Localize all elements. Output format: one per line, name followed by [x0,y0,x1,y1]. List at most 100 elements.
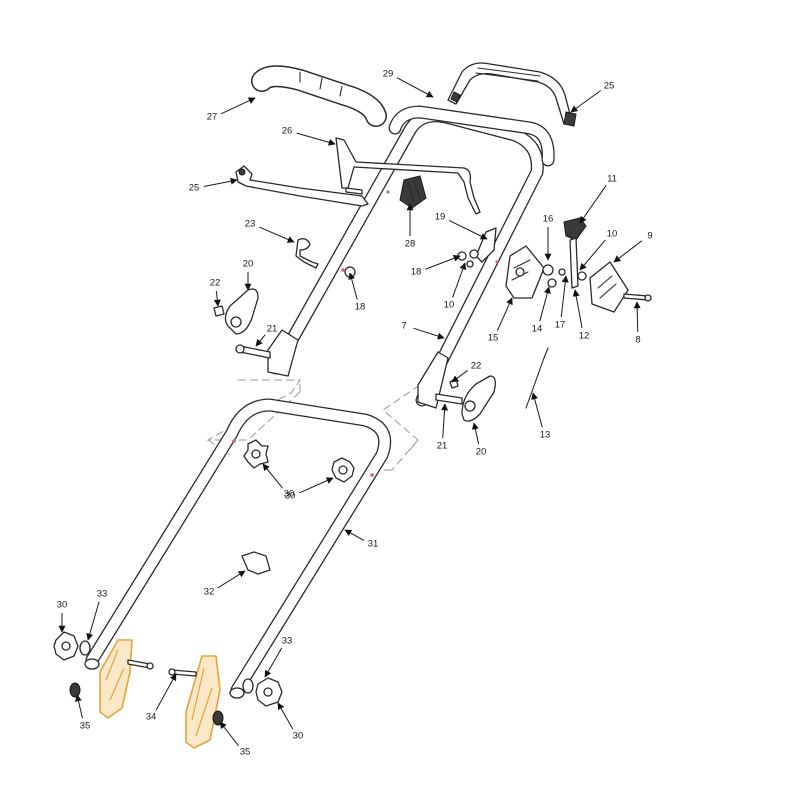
callout-number: 12 [579,331,590,342]
callout-c20a: 20 [243,259,253,291]
leader-arrow [344,529,365,541]
callout-c28: 28 [405,203,416,250]
callout-c30b: 30 [285,477,334,502]
callout-c17: 17 [555,275,569,331]
callout-number: 25 [604,81,615,92]
callout-number: 29 [383,69,394,80]
callout-number: 30 [285,491,296,502]
bracket-19 [469,227,497,263]
callout-number: 15 [488,333,499,344]
callout-number: 21 [267,324,278,335]
cap-35-right [212,710,224,726]
callout-number: 22 [210,278,221,289]
cable-26 [335,137,481,215]
callout-number: 8 [635,335,640,346]
leader-arrow [296,132,336,146]
washer-33-right [242,678,254,694]
leader-arrow [348,272,358,300]
leader-arrow [572,289,583,329]
leader-arrow [203,177,238,188]
callout-number: 35 [240,747,251,758]
leader-arrow [219,721,239,747]
leader-arrow [255,334,266,347]
callout-c14: 14 [532,286,551,335]
callout-c9: 9 [613,231,653,263]
callout-c22a: 22 [210,278,221,307]
callout-number: 27 [207,112,218,123]
leader-arrow [217,570,246,589]
leader-arrow [496,297,513,331]
leader-arrow [299,477,334,494]
callout-c22b: 22 [451,361,482,383]
leader-arrow [264,647,283,678]
callout-number: 13 [540,430,551,441]
leader-arrow [451,370,468,383]
callout-number: 35 [80,721,91,732]
callout-c16: 16 [543,214,554,261]
leader-arrow [213,290,221,307]
pin-21-left [235,344,271,359]
callout-c21b: 21 [437,403,449,452]
callout-c33a: 33 [86,589,108,641]
callout-c11: 11 [579,174,617,224]
callout-c33b: 33 [264,636,293,678]
pin-21-22-right [435,377,463,405]
knob-30-b [331,457,355,483]
end-cap-25-right [563,111,577,127]
callout-c10b: 10 [444,262,467,311]
callout-number: 17 [555,320,566,331]
callout-c10a: 10 [579,229,618,271]
cap-35-left [69,682,81,698]
leader-arrow [277,702,294,730]
callout-c29: 29 [383,69,434,98]
leader-arrow [539,286,551,322]
callout-c8: 8 [633,301,641,346]
bolt-34-left [127,659,154,670]
callout-c30a: 30 [262,463,294,500]
callout-number: 16 [543,214,554,225]
callout-c35a: 35 [75,694,91,732]
callout-c35b: 35 [219,721,251,758]
callout-number: 18 [355,302,366,313]
callout-c12: 12 [572,289,590,342]
leader-arrow [452,262,467,298]
callout-number: 10 [607,229,618,240]
callout-c34: 34 [146,673,177,723]
callout-number: 22 [471,361,482,372]
leader-arrow [75,694,83,719]
leader-arrow [220,97,256,115]
callout-number: 33 [97,589,108,600]
callout-number: 30 [57,600,68,611]
upper-handle-7 [267,105,555,409]
leader-arrow [441,403,449,439]
leader-arrow [560,275,569,318]
bolt-8 [623,293,652,302]
callout-number: 32 [204,587,215,598]
callout-c30c: 30 [57,600,68,633]
callout-number: 28 [405,239,416,250]
callout-c20b: 20 [471,422,487,458]
cable-bracket-15 [505,245,545,299]
callout-number: 9 [647,231,652,242]
callout-c30d: 30 [277,702,303,742]
callout-c31: 31 [344,529,379,550]
lower-handle-31 [84,398,392,699]
leader-arrow [413,327,445,340]
mount-bracket-right [185,655,221,749]
leader-arrow [633,301,641,333]
callout-number: 19 [435,212,446,223]
callout-number: 31 [368,539,379,550]
callout-c7: 7 [401,321,445,340]
control-bar-25-left [235,165,369,207]
callout-number: 21 [437,441,448,452]
callout-c21a: 21 [255,324,278,347]
callout-c18b: 18 [348,272,366,313]
callout-number: 33 [282,636,293,647]
callout-number: 20 [476,447,487,458]
cover-9 [589,261,629,313]
leader-arrow [579,185,607,224]
callout-number: 18 [411,267,422,278]
grip-27 [251,65,387,127]
